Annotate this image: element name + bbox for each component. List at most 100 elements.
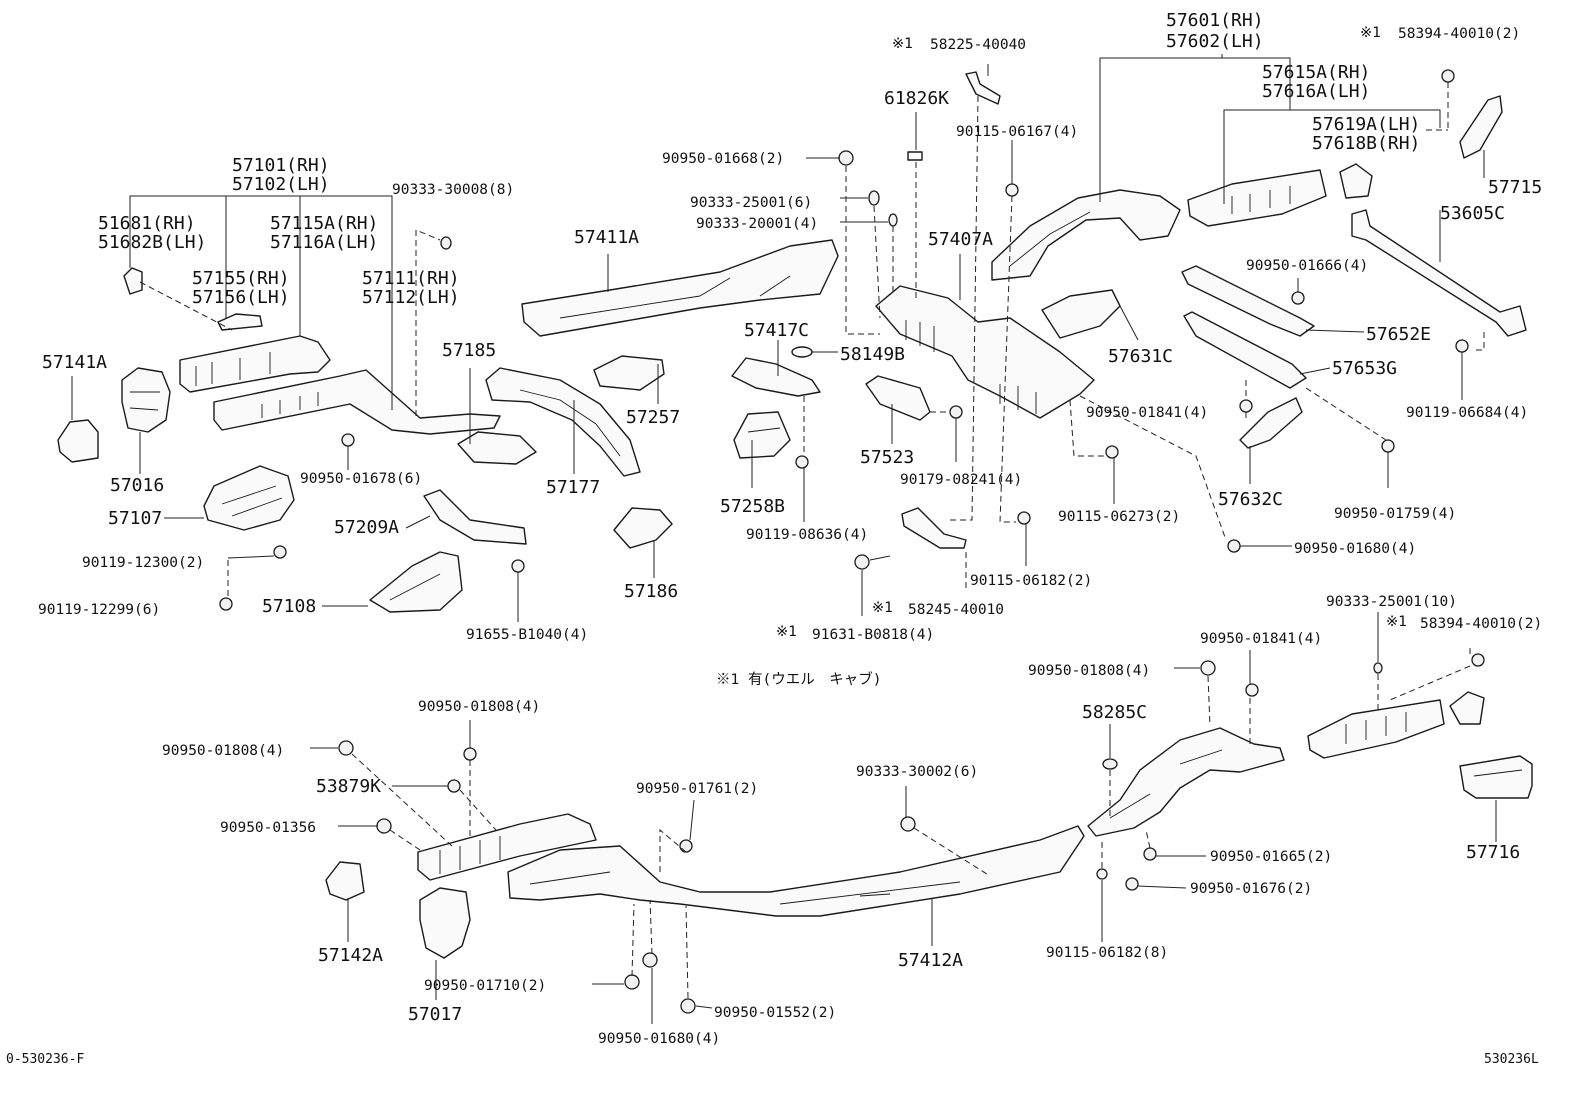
bolt-90119-08636 xyxy=(795,455,809,469)
label-57155: 57155(RH) xyxy=(192,268,290,289)
label-57616A: 57616A(LH) xyxy=(1262,81,1370,102)
label-90333-25001-10: 90333-25001(10) xyxy=(1326,594,1457,610)
label-90950-01680-bot: 90950-01680(4) xyxy=(598,1031,720,1047)
label-57185: 57185 xyxy=(442,340,496,361)
label-58285C: 58285C xyxy=(1082,702,1147,723)
part-57115A xyxy=(179,335,331,393)
label-58225: 58225-40040 xyxy=(930,37,1026,53)
label-58245: 58245-40010 xyxy=(908,602,1004,618)
nut-90950-01668 xyxy=(838,150,854,166)
part-57619A xyxy=(1339,163,1373,199)
label-90950-01808-left: 90950-01808(4) xyxy=(162,743,284,759)
label-58245-mark: ※1 xyxy=(872,600,893,616)
label-57115A: 57115A(RH) xyxy=(270,213,378,234)
nut-90950-01680-bot xyxy=(642,952,658,968)
bolt-90115-06182-2 xyxy=(1017,511,1031,525)
label-57412A: 57412A xyxy=(898,950,963,971)
label-90950-01665: 90950-01665(2) xyxy=(1210,849,1332,865)
label-61826K: 61826K xyxy=(884,88,949,109)
nut-90950-01710 xyxy=(624,974,640,990)
nut-90950-01808-top xyxy=(463,747,477,761)
nut-90950-01761 xyxy=(679,839,693,853)
nut-90333-30002 xyxy=(900,816,916,832)
part-57417C xyxy=(731,357,821,397)
bolt-90119-12299 xyxy=(219,597,233,611)
label-58394-bot: 58394-40010(2) xyxy=(1420,616,1542,632)
part-61826K xyxy=(907,151,923,161)
label-58225-mark: ※1 xyxy=(892,36,913,52)
label-57523: 57523 xyxy=(860,447,914,468)
label-57141A: 57141A xyxy=(42,352,107,373)
label-90115-06273: 90115-06273(2) xyxy=(1058,509,1180,525)
label-57156: 57156(LH) xyxy=(192,287,290,308)
plug-58285C xyxy=(1102,758,1118,770)
label-57017: 57017 xyxy=(408,1004,462,1025)
label-57108: 57108 xyxy=(262,596,316,617)
part-58225 xyxy=(965,71,1001,105)
label-57186: 57186 xyxy=(624,581,678,602)
label-90950-01678: 90950-01678(6) xyxy=(300,471,422,487)
label-57601: 57601(RH) xyxy=(1166,10,1264,31)
label-57102: 57102(LH) xyxy=(232,174,330,195)
label-90115-06182-2: 90115-06182(2) xyxy=(970,573,1092,589)
part-labels: 57601(RH) 57602(LH) ※1 58394-40010(2) ※1… xyxy=(6,10,1542,1067)
part-57185 xyxy=(457,431,537,465)
label-90950-01676: 90950-01676(2) xyxy=(1190,881,1312,897)
label-90115-06167: 90115-06167(4) xyxy=(956,124,1078,140)
grommet-90333-25001 xyxy=(868,190,880,206)
part-57111 xyxy=(213,369,501,435)
part-57653G xyxy=(1183,311,1307,389)
part-58245 xyxy=(901,507,967,549)
label-57602: 57602(LH) xyxy=(1166,31,1264,52)
label-90950-01808-right: 90950-01808(4) xyxy=(1028,663,1150,679)
nut-90950-01552 xyxy=(680,998,696,1014)
label-57652E: 57652E xyxy=(1366,324,1431,345)
part-57407A xyxy=(875,285,1095,419)
label-57107: 57107 xyxy=(108,508,162,529)
part-57107 xyxy=(203,465,295,531)
label-57615A: 57615A(RH) xyxy=(1262,62,1370,83)
nut-90950-01808-left xyxy=(338,740,354,756)
grommet-90333-25001-10 xyxy=(1373,662,1383,674)
part-53605C xyxy=(1351,209,1527,337)
part-57523 xyxy=(865,375,931,421)
part-lower-rear-rail xyxy=(1307,699,1445,759)
part-57142A xyxy=(325,861,365,901)
nut-90950-01356 xyxy=(376,818,392,834)
bolt-91631 xyxy=(854,554,870,570)
label-57411A: 57411A xyxy=(574,227,639,248)
part-57017 xyxy=(419,887,471,959)
part-58149B xyxy=(791,346,813,358)
part-57108 xyxy=(369,551,463,613)
part-lower-bracket xyxy=(1449,691,1485,725)
label-90950-01841-top: 90950-01841(4) xyxy=(1086,405,1208,421)
label-51682B: 51682B(LH) xyxy=(98,232,206,253)
nut-58394-top xyxy=(1441,69,1455,83)
part-57257 xyxy=(593,355,665,391)
part-57177 xyxy=(485,367,641,477)
label-90333-30002: 90333-30002(6) xyxy=(856,764,978,780)
nut-90950-01841-bot xyxy=(1245,683,1259,697)
label-57417C: 57417C xyxy=(744,320,809,341)
label-90333-30008: 90333-30008(8) xyxy=(392,182,514,198)
label-57715: 57715 xyxy=(1488,177,1542,198)
label-90333-20001: 90333-20001(4) xyxy=(696,216,818,232)
footer-code-left: 0-530236-F xyxy=(6,1052,84,1067)
nut-53879K xyxy=(447,779,461,793)
label-90119-12299: 90119-12299(6) xyxy=(38,602,160,618)
label-57116A: 57116A(LH) xyxy=(270,232,378,253)
diagram-note: ※1 有(ウエル キャブ) xyxy=(716,670,881,688)
part-57412A xyxy=(507,825,1085,917)
nut-90950-01759 xyxy=(1381,439,1395,453)
grommet-90333-20001 xyxy=(888,213,898,227)
part-57209A xyxy=(423,489,527,545)
label-53605C: 53605C xyxy=(1440,203,1505,224)
label-58394-top: 58394-40010(2) xyxy=(1398,26,1520,42)
part-57141A xyxy=(57,419,99,463)
label-53879K: 53879K xyxy=(316,776,381,797)
label-90950-01666: 90950-01666(4) xyxy=(1246,258,1368,274)
label-57619A: 57619A(LH) xyxy=(1312,114,1420,135)
nut-58394-bot xyxy=(1471,653,1485,667)
leader-lines xyxy=(71,54,1497,1024)
label-90950-01808-top: 90950-01808(4) xyxy=(418,699,540,715)
